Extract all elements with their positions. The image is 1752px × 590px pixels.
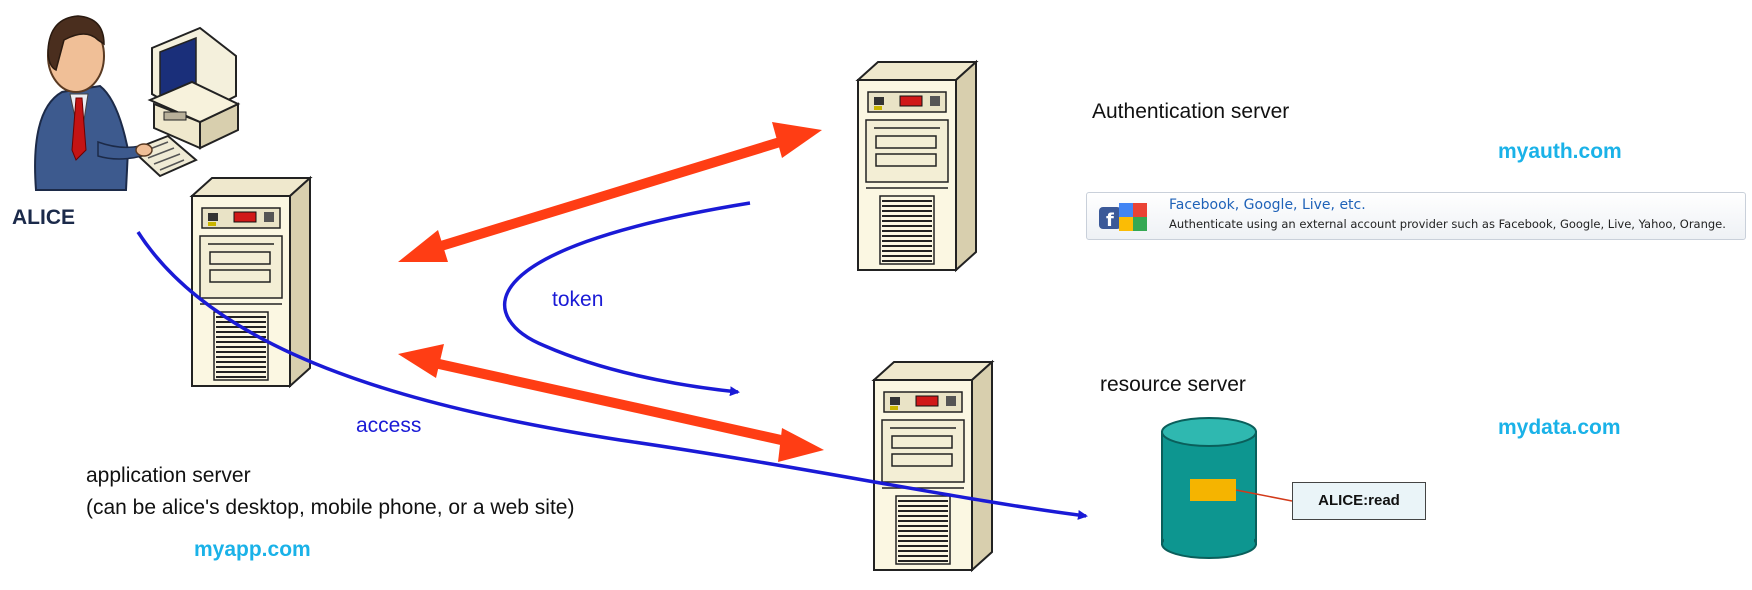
svg-text:f: f: [1106, 210, 1114, 231]
auth-provider-banner[interactable]: f Facebook, Google, Live, etc. Authentic…: [1086, 192, 1746, 240]
access-flow-arrow: [136, 231, 1088, 520]
app-auth-arrow: [398, 122, 822, 262]
token-label: token: [552, 288, 604, 311]
acl-entry-box: ALICE:read: [1292, 482, 1426, 520]
token-flow-arrow: [503, 201, 751, 397]
app-server-sublabel: (can be alice's desktop, mobile phone, o…: [86, 496, 575, 519]
database-icon: [1161, 417, 1293, 559]
alice-label: ALICE: [12, 206, 75, 229]
auth-server-icon: [857, 61, 977, 271]
resource-server-label: resource server: [1100, 373, 1246, 396]
auth-domain: myauth.com: [1498, 140, 1622, 163]
person-icon: [34, 15, 153, 191]
app-resource-arrow: [398, 344, 824, 462]
app-domain: myapp.com: [194, 538, 311, 561]
access-label: access: [356, 414, 422, 437]
app-server-label: application server: [86, 464, 251, 487]
facebook-google-icon: f: [1099, 203, 1147, 231]
auth-banner-title[interactable]: Facebook, Google, Live, etc.: [1169, 197, 1366, 213]
acl-connector: [1235, 489, 1293, 502]
auth-server-label: Authentication server: [1092, 100, 1290, 123]
data-record: [1190, 479, 1236, 501]
alice-illustration: [34, 15, 241, 191]
resource-domain: mydata.com: [1498, 416, 1621, 439]
resource-server-icon: [873, 361, 993, 571]
auth-banner-description: Authenticate using an external account p…: [1169, 217, 1726, 231]
